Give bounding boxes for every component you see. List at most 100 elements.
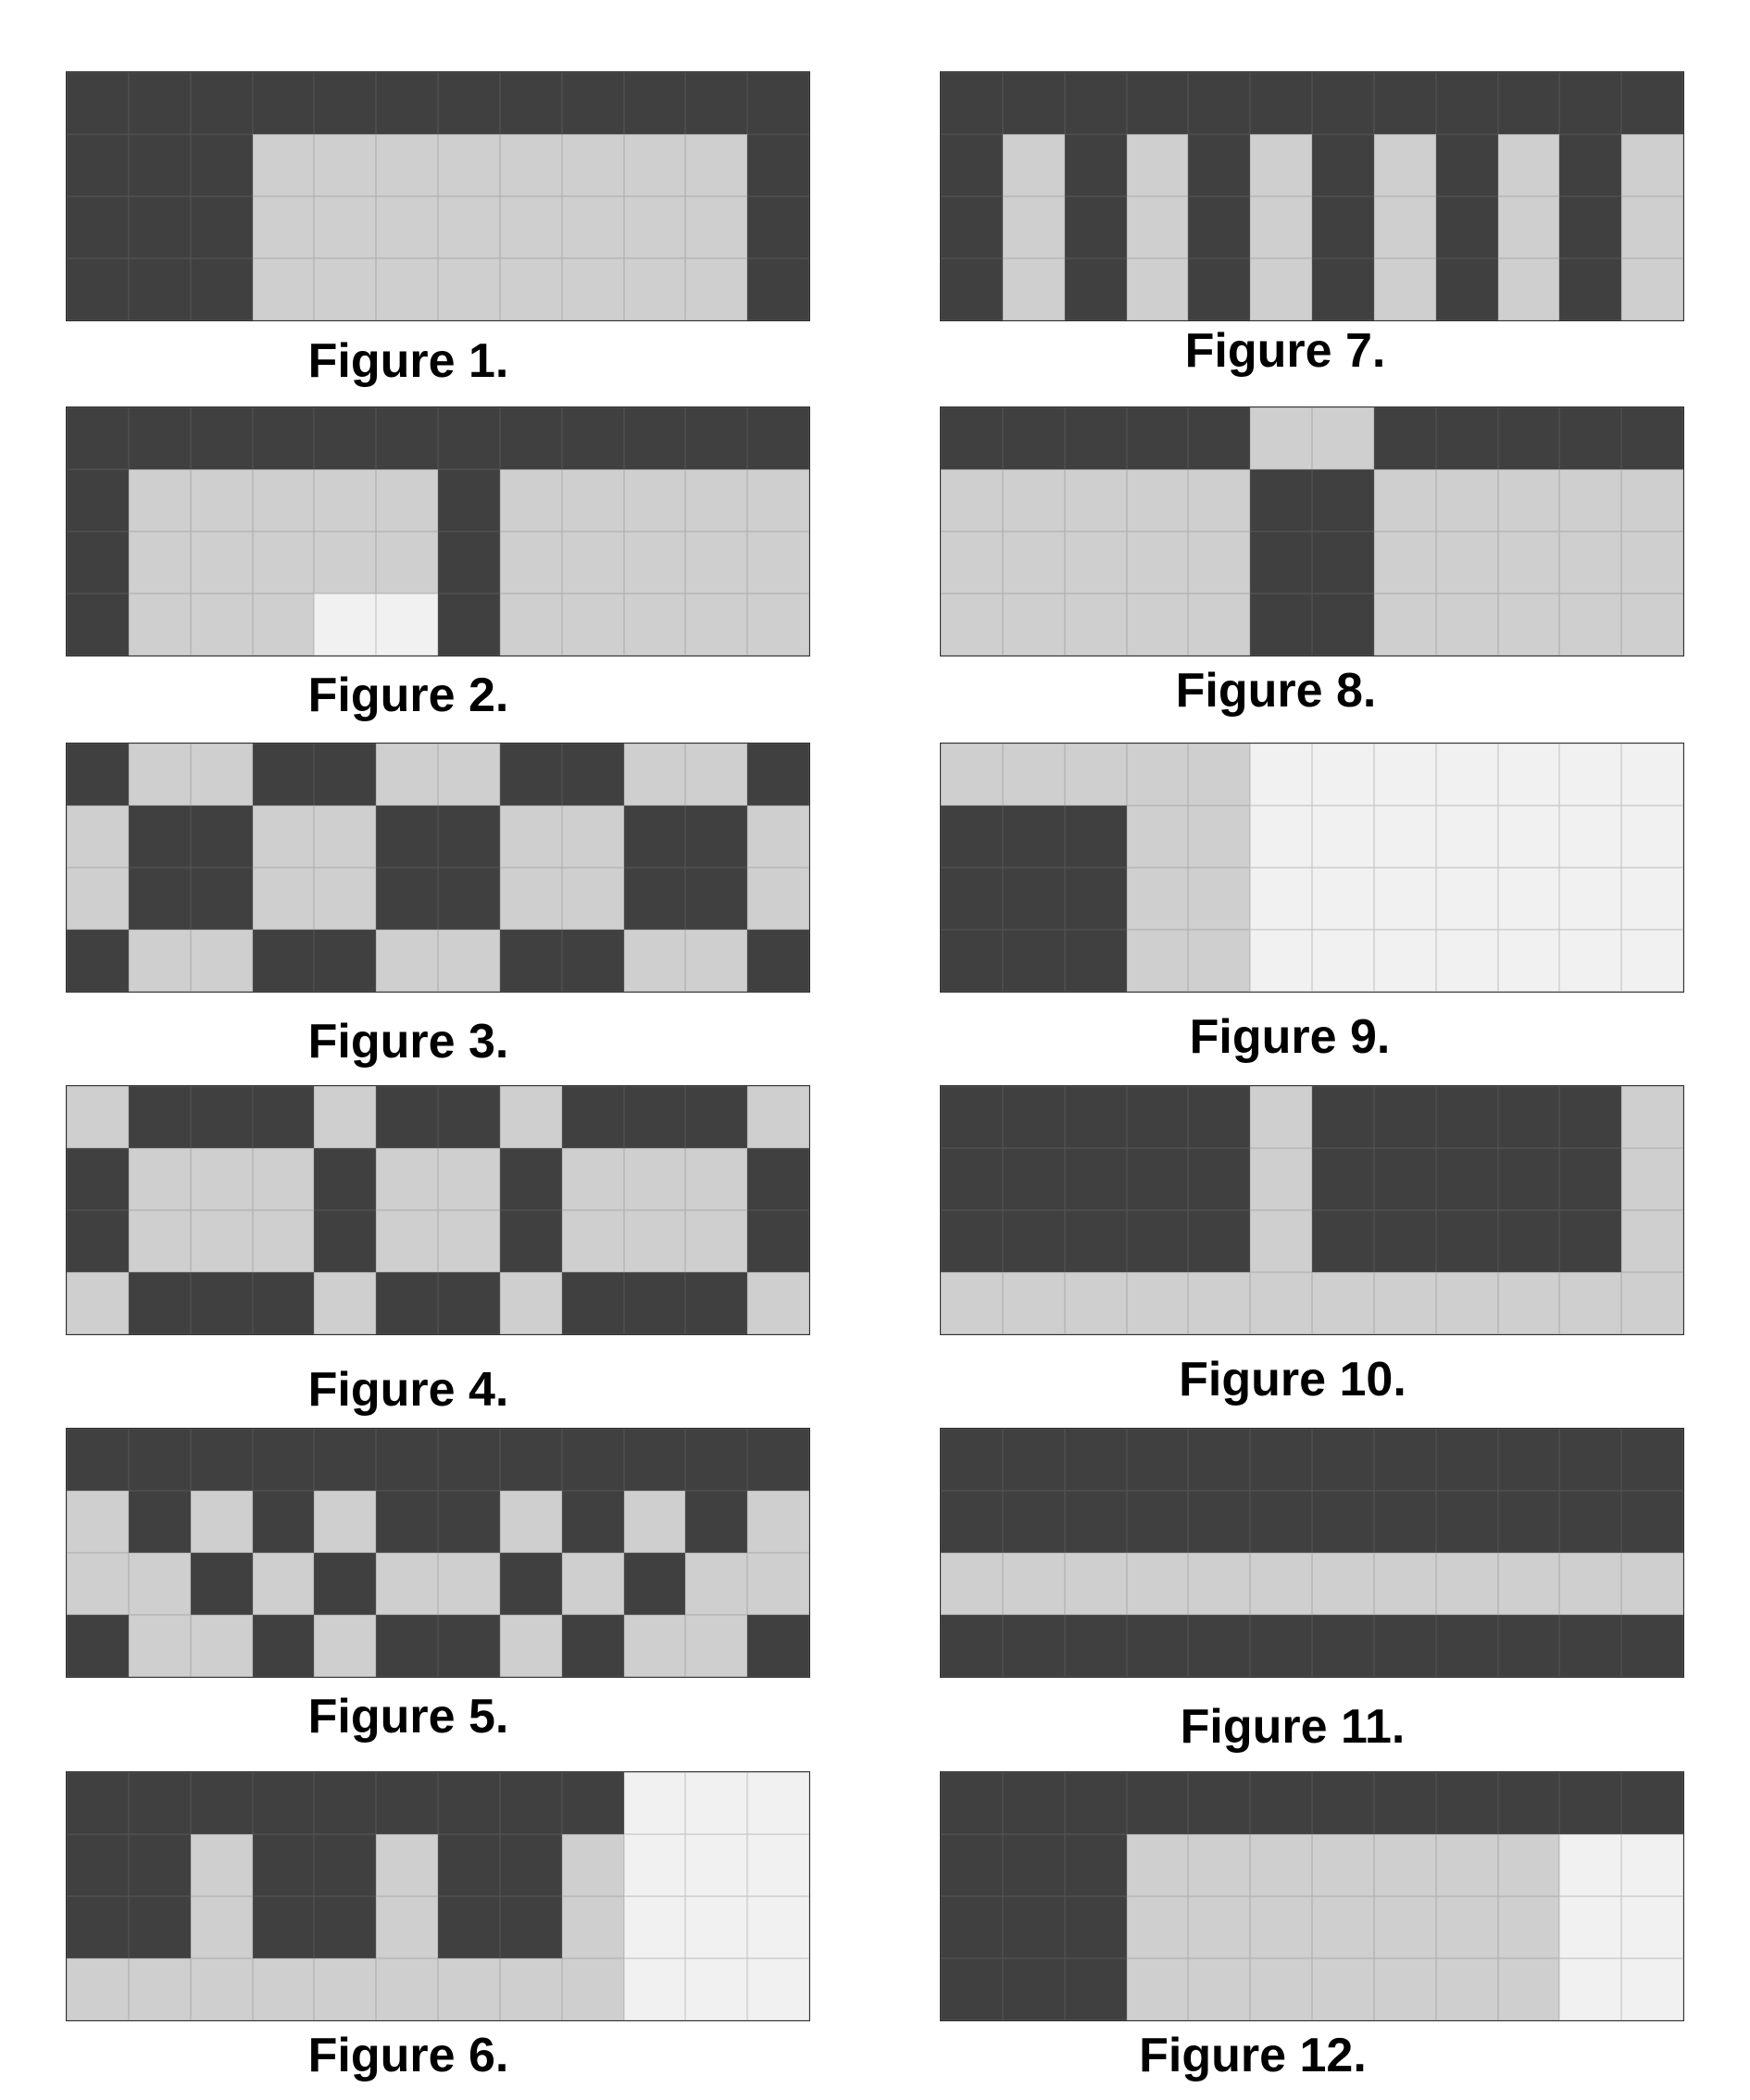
grid-cell bbox=[1188, 594, 1251, 656]
grid-cell bbox=[438, 1210, 500, 1272]
grid-cell bbox=[1559, 1958, 1622, 2020]
grid-cell bbox=[1559, 744, 1622, 806]
grid-cell bbox=[128, 258, 191, 320]
grid-cell bbox=[1435, 1491, 1498, 1553]
figure-9-grid bbox=[940, 743, 1684, 993]
figure-11-caption: Figure 11. bbox=[1180, 1700, 1406, 1754]
grid-cell bbox=[1373, 806, 1436, 868]
grid-cell bbox=[128, 1772, 191, 1834]
grid-cell bbox=[1312, 930, 1374, 992]
grid-cell bbox=[1064, 1429, 1127, 1491]
grid-cell bbox=[561, 72, 624, 134]
grid-cell bbox=[1435, 1553, 1498, 1615]
grid-cell bbox=[1126, 1210, 1189, 1272]
grid-cell bbox=[438, 1958, 500, 2020]
grid-cell bbox=[376, 469, 438, 531]
grid-cell bbox=[1002, 1086, 1065, 1148]
grid-cell bbox=[1559, 1772, 1622, 1834]
grid-cell bbox=[1312, 806, 1374, 868]
grid-cell bbox=[1497, 407, 1560, 469]
grid-cell bbox=[1188, 1834, 1251, 1896]
grid-cell bbox=[941, 469, 1003, 531]
grid-cell bbox=[252, 196, 315, 258]
grid-cell bbox=[941, 72, 1003, 134]
figure-7-caption: Figure 7. bbox=[1184, 324, 1386, 378]
grid-cell bbox=[314, 594, 377, 656]
grid-cell bbox=[1064, 1896, 1127, 1958]
grid-cell bbox=[685, 1958, 748, 2020]
grid-cell bbox=[1373, 1896, 1436, 1958]
grid-cell bbox=[314, 1148, 377, 1210]
grid-cell bbox=[941, 1834, 1003, 1896]
grid-cell bbox=[1621, 806, 1683, 868]
grid-cell bbox=[499, 1553, 562, 1615]
grid-cell bbox=[438, 1834, 500, 1896]
grid-cell bbox=[376, 930, 438, 992]
grid-cell bbox=[67, 258, 129, 320]
grid-cell bbox=[1250, 594, 1312, 656]
grid-cell bbox=[1188, 1148, 1251, 1210]
grid-cell bbox=[376, 1615, 438, 1677]
grid-cell bbox=[747, 1148, 809, 1210]
grid-cell bbox=[561, 1491, 624, 1553]
grid-cell bbox=[1126, 930, 1189, 992]
grid-cell bbox=[1435, 407, 1498, 469]
grid-cell bbox=[747, 930, 809, 992]
figure-6-grid bbox=[66, 1771, 810, 2021]
grid-cell bbox=[747, 1958, 809, 2020]
grid-cell bbox=[438, 1615, 500, 1677]
grid-cell bbox=[685, 72, 748, 134]
grid-cell bbox=[941, 407, 1003, 469]
grid-cell bbox=[499, 134, 562, 196]
grid-cell bbox=[190, 258, 253, 320]
grid-cell bbox=[1559, 868, 1622, 930]
grid-cell bbox=[1312, 1772, 1374, 1834]
grid-cell bbox=[1621, 196, 1683, 258]
grid-cell bbox=[67, 1210, 129, 1272]
grid-cell bbox=[561, 930, 624, 992]
grid-cell bbox=[376, 868, 438, 930]
grid-cell bbox=[128, 407, 191, 469]
grid-cell bbox=[1064, 196, 1127, 258]
grid-cell bbox=[499, 72, 562, 134]
grid-cell bbox=[747, 1491, 809, 1553]
grid-cell bbox=[1373, 1086, 1436, 1148]
grid-cell bbox=[1373, 1772, 1436, 1834]
grid-cell bbox=[561, 1553, 624, 1615]
grid-cell bbox=[128, 744, 191, 806]
grid-cell bbox=[1188, 134, 1251, 196]
grid-cell bbox=[561, 531, 624, 594]
grid-cell bbox=[499, 744, 562, 806]
grid-cell bbox=[190, 868, 253, 930]
grid-cell bbox=[1497, 258, 1560, 320]
grid-cell bbox=[1373, 134, 1436, 196]
grid-cell bbox=[376, 1429, 438, 1491]
grid-cell bbox=[1188, 1615, 1251, 1677]
grid-cell bbox=[1621, 1086, 1683, 1148]
grid-cell bbox=[1373, 1429, 1436, 1491]
grid-cell bbox=[747, 258, 809, 320]
grid-cell bbox=[252, 744, 315, 806]
grid-cell bbox=[1373, 1210, 1436, 1272]
grid-cell bbox=[1188, 1272, 1251, 1334]
grid-cell bbox=[1002, 1958, 1065, 2020]
grid-cell bbox=[1188, 469, 1251, 531]
grid-cell bbox=[1250, 1086, 1312, 1148]
grid-cell bbox=[941, 930, 1003, 992]
grid-cell bbox=[1497, 1958, 1560, 2020]
grid-cell bbox=[252, 258, 315, 320]
grid-cell bbox=[941, 1429, 1003, 1491]
grid-cell bbox=[376, 1491, 438, 1553]
grid-cell bbox=[1497, 469, 1560, 531]
grid-cell bbox=[67, 1958, 129, 2020]
grid-cell bbox=[685, 930, 748, 992]
grid-cell bbox=[1002, 1210, 1065, 1272]
grid-cell bbox=[747, 744, 809, 806]
grid-cell bbox=[438, 196, 500, 258]
grid-cell bbox=[499, 1958, 562, 2020]
grid-cell bbox=[1002, 407, 1065, 469]
grid-cell bbox=[1064, 930, 1127, 992]
grid-cell bbox=[376, 594, 438, 656]
grid-cell bbox=[128, 72, 191, 134]
figure-7-grid bbox=[940, 71, 1684, 321]
